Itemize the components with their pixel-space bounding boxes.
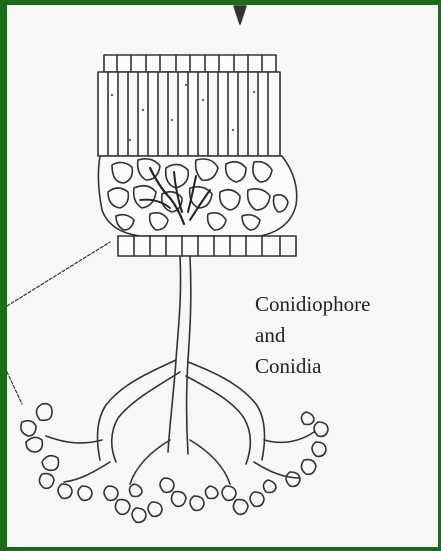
label-line-3: Conidia xyxy=(255,351,371,382)
leader-lines xyxy=(7,242,110,404)
palisade-layer xyxy=(98,72,280,156)
spongy-mesophyll xyxy=(98,156,296,236)
label-line-2: and xyxy=(255,320,371,351)
epidermis-layer xyxy=(104,55,276,72)
conidia xyxy=(21,404,328,523)
label-line-1: Conidiophore xyxy=(255,289,371,320)
conidiophore-label: Conidiophore and Conidia xyxy=(255,289,371,382)
arrow-down-icon xyxy=(234,6,246,24)
lower-epidermis xyxy=(118,236,296,256)
